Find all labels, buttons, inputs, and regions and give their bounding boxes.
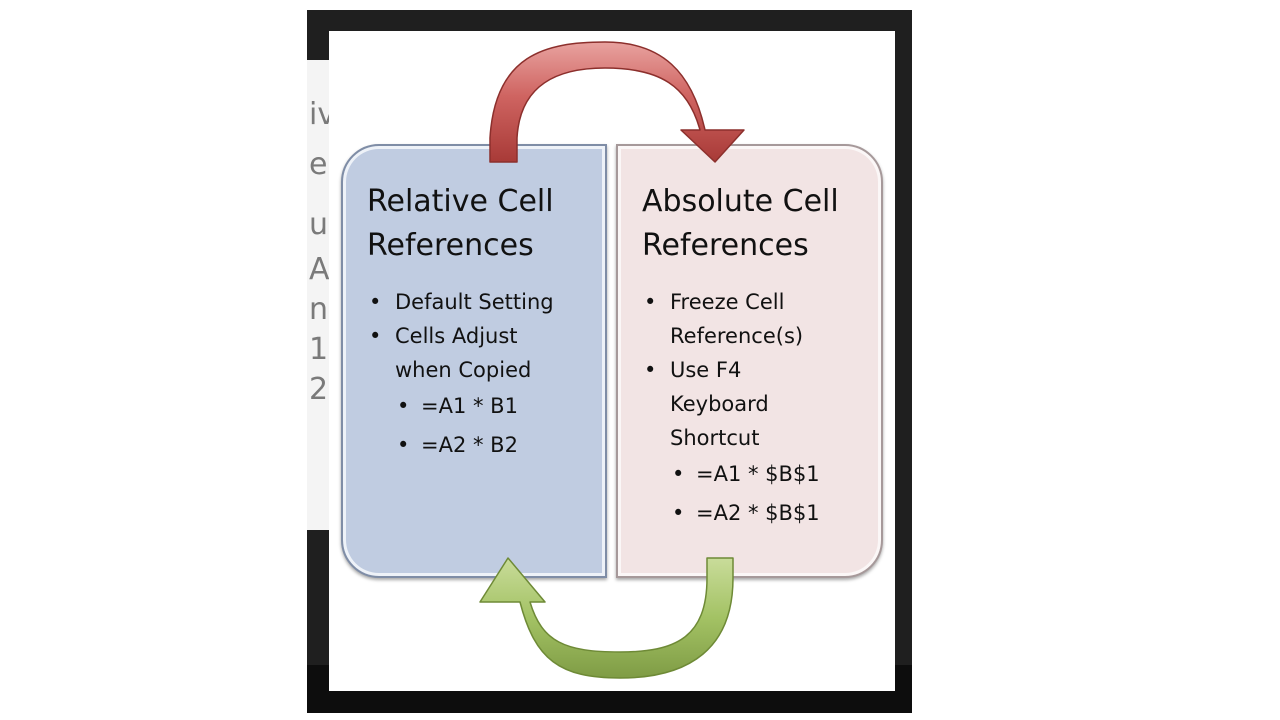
- absolute-bullet-list: Freeze Cell Reference(s) Use F4 Keyboard…: [644, 285, 875, 533]
- ghost-text: e: [309, 147, 328, 182]
- relative-sub-bullet: =A2 * B2: [397, 426, 599, 465]
- absolute-panel-title: Absolute Cell References: [642, 184, 839, 263]
- relative-bullet-list: Default Setting Cells Adjust when Copied…: [369, 285, 599, 465]
- relative-references-panel: Relative Cell References Default Setting…: [341, 144, 607, 578]
- ghost-text: 1: [309, 332, 329, 367]
- absolute-sub-bullet: =A1 * $B$1: [672, 455, 875, 494]
- relative-panel-title: Relative Cell References: [367, 184, 554, 263]
- relative-sub-bullet: =A1 * B1: [397, 387, 599, 426]
- ghost-text: n: [309, 292, 329, 327]
- absolute-bullet: Freeze Cell Reference(s): [644, 285, 875, 353]
- ghost-text: 2: [309, 372, 329, 407]
- relative-bullet: Default Setting: [369, 285, 599, 319]
- ghost-text: A: [309, 252, 330, 287]
- absolute-references-panel: Absolute Cell References Freeze Cell Ref…: [616, 144, 883, 578]
- absolute-bullet: Use F4 Keyboard Shortcut: [644, 353, 875, 455]
- relative-bullet: Cells Adjust when Copied: [369, 319, 599, 387]
- absolute-sub-bullet: =A2 * $B$1: [672, 494, 875, 533]
